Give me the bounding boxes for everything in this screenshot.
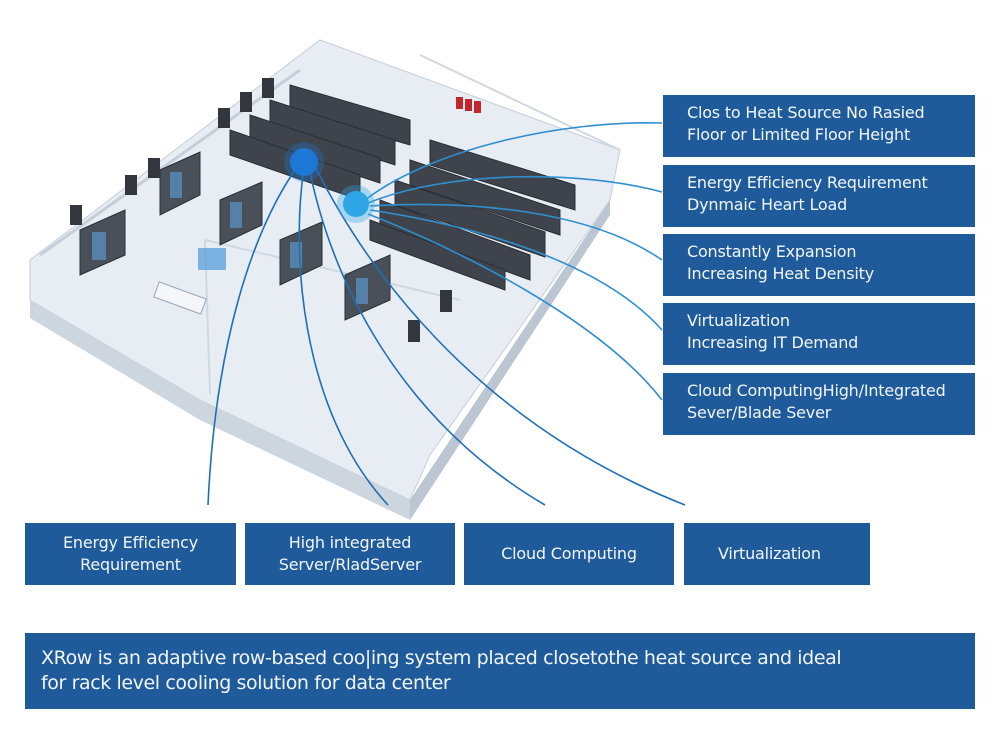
floor-front-wall [410,200,610,520]
callout-line: Sever/Blade Sever [687,403,832,422]
connector-line [364,122,663,201]
callout-close-to-heat-source: Clos to Heat Source No Rasied Floor or L… [663,95,975,157]
connector-line [207,159,303,506]
callout-line: Cloud ComputingHigh/Integrated [687,381,946,400]
callout-constant-expansion: Constantly Expansion Increasing Heat Den… [663,234,975,296]
callout-cloud-computing: Cloud ComputingHigh/Integrated Sever/Bla… [663,373,975,435]
callout-line: Virtualization [687,311,790,330]
callout-line: Cloud Computing [501,544,637,563]
callout-line: Requirement [80,555,181,574]
bottom-callout-high-integrated-server: High integrated Server/RladServer [245,523,455,585]
hub-left [290,148,318,176]
callout-line: Constantly Expansion [687,242,857,261]
server-rows-back [229,84,411,201]
room-wall [419,54,621,151]
callout-line: Increasing IT Demand [687,333,859,352]
callout-line: Dynmaic Heart Load [687,195,848,214]
callout-line: Floor or Limited Floor Height [687,125,911,144]
room-wall [204,239,461,301]
callout-energy-efficiency: Energy Efficiency Requirement Dynmaic He… [663,165,975,227]
connector-line [307,161,546,506]
summary-line: XRow is an adaptive row-based coo|ing sy… [41,647,842,669]
connector-line [298,161,389,506]
connector-lines-right-hub [364,122,663,401]
bottom-callout-virtualization: Virtualization [684,523,870,585]
wall-screen [198,248,226,270]
callout-line: Energy Efficiency [62,533,198,552]
server-rows-right [369,139,576,291]
connector-line [367,175,663,204]
wall-units [70,78,452,342]
callout-line: Server/RladServer [278,555,422,574]
connector-line [311,159,686,506]
callout-line: Virtualization [718,544,821,563]
callout-line: Clos to Heat Source No Rasied [687,103,925,122]
callout-line: High integrated [288,533,412,552]
fire-suppression-cylinders [456,97,481,113]
hub-right [343,191,369,217]
connector-line [369,209,663,331]
control-desk [153,281,207,315]
summary-banner: XRow is an adaptive row-based coo|ing sy… [25,633,975,709]
bottom-callout-cloud-computing: Cloud Computing [464,523,674,585]
bottom-callout-energy-efficiency: Energy Efficiency Requirement [25,523,236,585]
callout-line: Energy Efficiency Requirement [687,173,928,192]
summary-line: for rack level cooling solution for data… [41,672,451,694]
room-wall [39,68,301,257]
callout-virtualization: Virtualization Increasing IT Demand [663,303,975,365]
connector-line [369,203,663,261]
connector-line [367,213,663,401]
floor-side-wall [30,300,410,520]
connector-lines-left-hub [207,159,686,506]
callout-line: Increasing Heat Density [687,264,874,283]
